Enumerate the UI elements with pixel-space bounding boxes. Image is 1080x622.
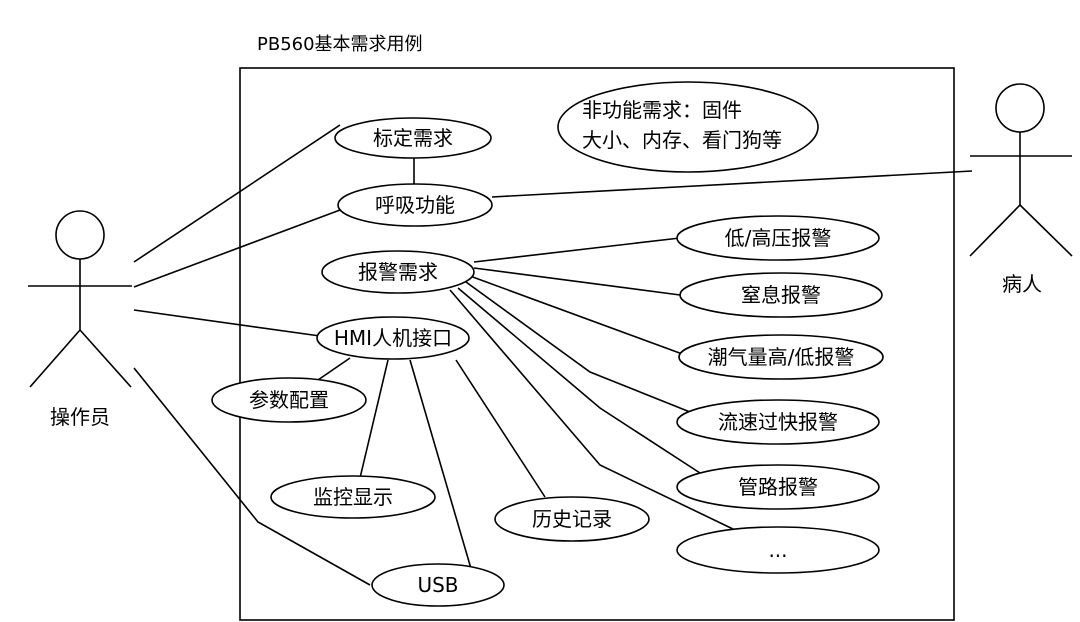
patient-label: 病人 [1002,272,1042,296]
use-case-alarm: 报警需求 [321,250,475,294]
use-case-calibration: 标定需求 [334,117,492,159]
use-case-tidal-volume-alarm: 潮气量高/低报警 [678,334,884,380]
use-case-label: 潮气量高/低报警 [708,345,855,369]
use-case-label: 呼吸功能 [375,193,455,217]
diagram-title: PB560基本需求用例 [257,34,423,55]
use-case-label: 管路报警 [738,475,818,499]
use-case-monitor-display: 监控显示 [270,475,436,519]
use-case-label: 参数配置 [249,388,329,412]
nonfunctional-note: 非功能需求：固件 大小、内存、看门狗等 [557,81,819,173]
use-case-usb: USB [371,563,505,607]
use-case-label: 流速过快报警 [718,410,838,434]
use-case-more: ... [676,526,880,574]
use-case-history: 历史记录 [494,496,650,542]
use-case-label: HMI人机接口 [334,326,452,350]
use-case-label: ... [768,538,787,562]
note-line-2: 大小、内存、看门狗等 [582,128,782,152]
use-case-label: 历史记录 [532,507,612,531]
associations [133,124,973,586]
use-case-label: 窒息报警 [741,283,821,307]
patient-actor [969,83,1073,257]
use-case-tubing-alarm: 管路报警 [676,464,880,510]
use-case-label: 标定需求 [373,126,453,150]
use-case-low-high-pressure-alarm: 低/高压报警 [676,215,880,261]
use-case-label: 报警需求 [358,260,438,284]
use-case-flow-alarm: 流速过快报警 [676,399,880,445]
use-case-parameter-config: 参数配置 [211,377,367,423]
operator-actor [28,210,132,388]
use-case-hmi: HMI人机接口 [316,316,470,360]
use-case-apnea-alarm: 窒息报警 [679,272,883,318]
use-case-breathing: 呼吸功能 [337,183,493,227]
use-case-label: USB [417,573,458,597]
operator-label: 操作员 [50,405,110,429]
use-case-label: 低/高压报警 [725,226,832,250]
use-case-label: 监控显示 [313,485,393,509]
note-line-1: 非功能需求：固件 [582,98,742,122]
